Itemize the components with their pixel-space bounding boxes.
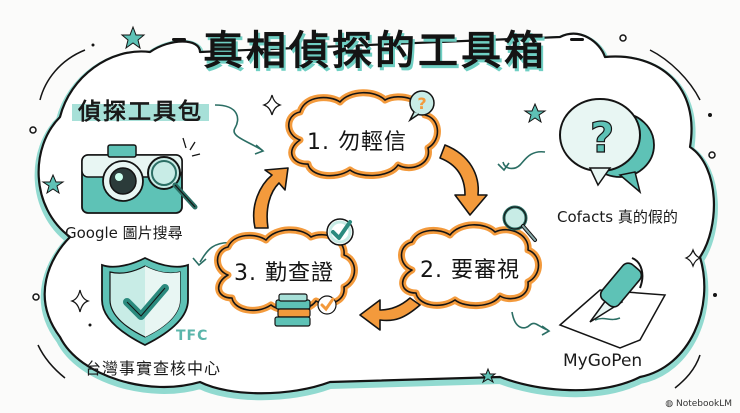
title-decoration-left [172,38,186,41]
camera-magnifier-icon [81,137,201,214]
step3-cloud [214,226,358,314]
tool-label-tfc: 台灣事實查核中心 [85,359,222,378]
step-2-label: 2. 要審視 [420,258,520,283]
check-circle-icon [326,218,354,246]
svg-text:?: ? [417,94,426,113]
tfc-badge: TFC [176,328,209,344]
arrow-step2-to-step3 [359,297,421,331]
tool-label-google: Google 圖片搜尋 [65,224,183,242]
question-bubble-icon: ? [408,90,435,123]
svg-text:?: ? [590,113,614,162]
magnifier-icon [502,205,537,242]
shield-check-icon [101,256,189,347]
notebooklm-logo-icon: ◍ [665,399,676,409]
toolkit-label: 偵探工具包 [72,92,209,126]
question-speech-bubble-icon: ? [559,98,655,195]
arrow-step1-to-step2 [439,144,488,216]
page-title: 真相偵探的工具箱 [203,28,547,74]
tool-label-mygopen: MyGoPen [563,351,643,371]
step-3-label: 3. 勤查證 [234,261,334,286]
arrow-step3-to-step1 [253,167,289,229]
books-icon [274,293,337,327]
watermark-text: NotebookLM [675,399,732,409]
fountain-pen-icon [558,257,667,349]
tool-label-cofacts: Cofacts 真的假的 [557,208,678,226]
title-decoration-right [570,38,584,41]
step2-cloud [398,221,542,309]
step1-cloud [285,89,441,180]
notebooklm-watermark: ◍ NotebookLM [665,399,732,409]
step-1-label: 1. 勿輕信 [307,130,407,155]
